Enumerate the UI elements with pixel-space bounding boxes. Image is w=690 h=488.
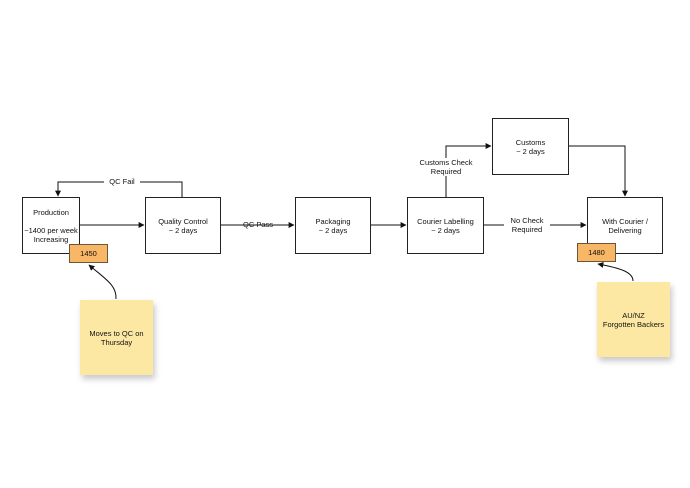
edge-customs-check[interactable]	[445, 143, 492, 197]
note-connector-courier[interactable]	[597, 262, 634, 282]
node-courier-labelling[interactable]: Courier Labelling ~ 2 days	[407, 197, 484, 254]
production-count-tag[interactable]: 1450	[69, 244, 108, 263]
production-count-value: 1450	[80, 249, 97, 258]
node-quality-control[interactable]: Quality Control ~ 2 days	[145, 197, 221, 254]
courier-count-tag[interactable]: 1480	[577, 243, 616, 262]
edge-customs-to-courier[interactable]	[568, 145, 628, 197]
sticky-note-courier-text: AU/NZ Forgotten Backers	[602, 310, 665, 329]
node-with-courier-label: With Courier / Delivering	[602, 216, 648, 235]
edge-label-qc-fail: QC Fail	[104, 177, 140, 186]
sticky-note-production[interactable]: Moves to QC on Thursday	[80, 300, 153, 375]
edge-label-qc-pass: QC Pass	[242, 220, 273, 229]
node-packaging-label: Packaging ~ 2 days	[315, 216, 351, 235]
node-customs[interactable]: Customs ~ 2 days	[492, 118, 569, 175]
edge-label-customs-check: Customs Check Required	[414, 158, 478, 176]
courier-count-value: 1480	[588, 248, 605, 257]
node-quality-control-label: Quality Control ~ 2 days	[158, 216, 208, 235]
sticky-note-courier[interactable]: AU/NZ Forgotten Backers	[597, 282, 670, 357]
edge-label-no-check: No Check Required	[504, 216, 550, 234]
note-connector-production[interactable]	[88, 264, 117, 300]
node-courier-labelling-label: Courier Labelling ~ 2 days	[417, 216, 474, 235]
node-packaging[interactable]: Packaging ~ 2 days	[295, 197, 371, 254]
node-customs-label: Customs ~ 2 days	[515, 137, 546, 156]
node-production-label: Production ~1400 per week Increasing	[24, 207, 78, 244]
sticky-note-production-text: Moves to QC on Thursday	[89, 328, 144, 347]
